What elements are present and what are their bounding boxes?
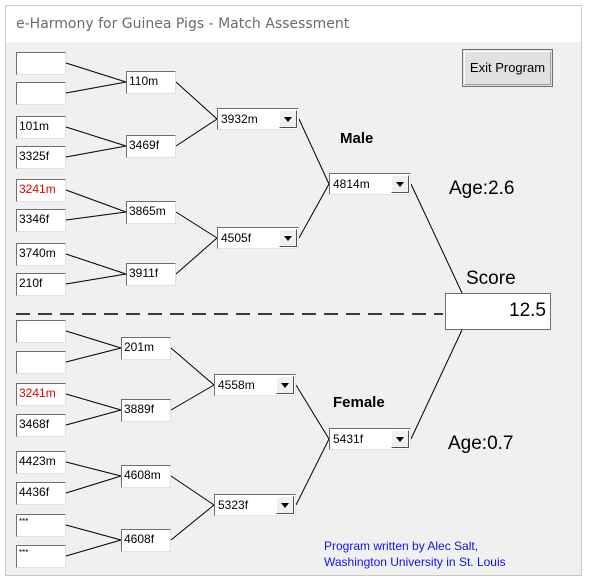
female-great-grandparent-4[interactable]: 3468f bbox=[16, 414, 66, 437]
chevron-down-icon[interactable] bbox=[276, 496, 294, 514]
female-grandparent-1[interactable]: 201m bbox=[121, 337, 171, 360]
male-grandparent-3[interactable]: 3865m bbox=[126, 201, 176, 224]
female-great-grandparent-7[interactable]: *** bbox=[16, 514, 66, 537]
chevron-down-icon[interactable] bbox=[279, 110, 297, 128]
male-animal-value: 4814m bbox=[333, 177, 370, 191]
score-label: Score bbox=[466, 268, 516, 289]
male-great-grandparent-5[interactable]: 3241m bbox=[16, 179, 66, 202]
male-great-grandparent-1[interactable] bbox=[16, 52, 66, 75]
male-age: Age:2.6 bbox=[449, 178, 515, 199]
female-grandparent-2[interactable]: 3889f bbox=[121, 399, 171, 422]
male-great-grandparent-2[interactable] bbox=[16, 82, 66, 105]
female-great-grandparent-1[interactable] bbox=[16, 320, 66, 343]
app-window: e-Harmony for Guinea Pigs - Match Assess… bbox=[5, 5, 582, 576]
female-animal-value: 5431f bbox=[333, 432, 364, 446]
male-dam-select[interactable]: 4505f bbox=[217, 227, 299, 249]
male-label: Male bbox=[340, 130, 374, 147]
male-great-grandparent-8[interactable]: 210f bbox=[16, 273, 66, 296]
female-age: Age:0.7 bbox=[448, 433, 514, 454]
female-great-grandparent-2[interactable] bbox=[16, 351, 66, 374]
female-great-grandparent-6[interactable]: 4436f bbox=[16, 482, 66, 505]
male-sire-value: 3932m bbox=[221, 112, 258, 126]
pedigree-connector-lines bbox=[16, 62, 463, 557]
male-great-grandparent-7[interactable]: 3740m bbox=[16, 243, 66, 266]
title-bar: e-Harmony for Guinea Pigs - Match Assess… bbox=[6, 6, 581, 42]
male-grandparent-2[interactable]: 3469f bbox=[126, 135, 176, 158]
female-grandparent-3[interactable]: 4608m bbox=[121, 465, 171, 488]
male-grandparent-1[interactable]: 110m bbox=[126, 71, 176, 94]
male-great-grandparent-6[interactable]: 3346f bbox=[16, 209, 66, 232]
male-dam-value: 4505f bbox=[221, 231, 252, 245]
male-animal-select[interactable]: 4814m bbox=[329, 173, 411, 195]
chevron-down-icon[interactable] bbox=[279, 229, 297, 247]
female-great-grandparent-8[interactable]: *** bbox=[16, 545, 66, 568]
score-output: 12.5 bbox=[445, 293, 551, 330]
male-great-grandparent-4[interactable]: 3325f bbox=[16, 146, 66, 169]
female-label: Female bbox=[333, 394, 385, 411]
female-sire-select[interactable]: 4558m bbox=[214, 374, 296, 396]
credit-text: Program written by Alec Salt, Washington… bbox=[324, 538, 506, 570]
female-great-grandparent-5[interactable]: 4423m bbox=[16, 451, 66, 474]
female-animal-select[interactable]: 5431f bbox=[329, 428, 411, 450]
female-dam-value: 5323f bbox=[218, 498, 249, 512]
window-title: e-Harmony for Guinea Pigs - Match Assess… bbox=[16, 16, 350, 32]
credit-line-1: Program written by Alec Salt, bbox=[324, 539, 479, 553]
male-great-grandparent-3[interactable]: 101m bbox=[16, 116, 66, 139]
female-grandparent-4[interactable]: 4608f bbox=[121, 529, 171, 552]
female-sire-value: 4558m bbox=[218, 378, 255, 392]
chevron-down-icon[interactable] bbox=[276, 376, 294, 394]
male-grandparent-4[interactable]: 3911f bbox=[126, 263, 176, 286]
chevron-down-icon[interactable] bbox=[391, 430, 409, 448]
chevron-down-icon[interactable] bbox=[391, 175, 409, 193]
female-great-grandparent-3[interactable]: 3241m bbox=[16, 383, 66, 406]
exit-program-button[interactable]: Exit Program bbox=[462, 49, 553, 87]
female-dam-select[interactable]: 5323f bbox=[214, 494, 296, 516]
client-area: 101m 3325f 3241m 3346f 3740m 210f 110m 3… bbox=[6, 42, 581, 575]
credit-line-2: Washington University in St. Louis bbox=[324, 555, 506, 569]
male-sire-select[interactable]: 3932m bbox=[217, 108, 299, 130]
